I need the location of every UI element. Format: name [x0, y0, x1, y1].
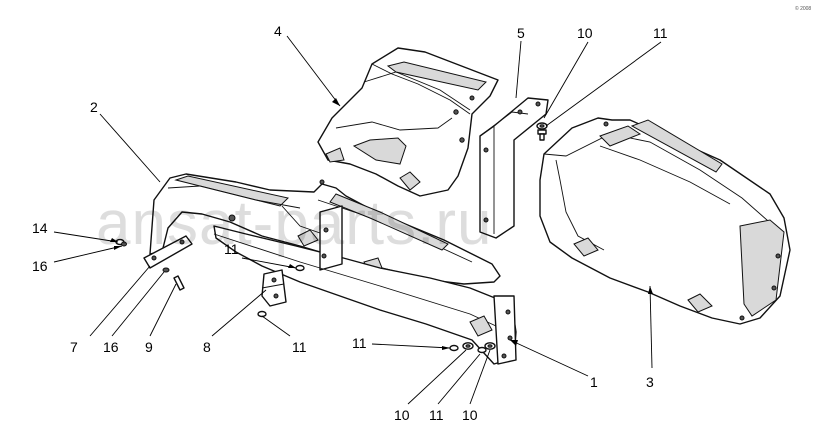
callout-10: 10: [462, 407, 478, 423]
callout-10: 10: [577, 25, 593, 41]
part-3-large-cover: [539, 117, 791, 325]
callout-2: 2: [90, 99, 98, 115]
fasteners-upper: [536, 122, 548, 141]
part-4-upper-cover: [317, 47, 499, 197]
callout-16: 16: [32, 258, 48, 274]
part-8-bracket: [261, 269, 287, 307]
watermark: ansat-parts.ru: [96, 189, 493, 258]
callout-9: 9: [145, 339, 153, 355]
callout-1: 1: [590, 374, 598, 390]
callout-11: 11: [429, 407, 444, 423]
part-7-plate: [143, 235, 193, 269]
callout-4: 4: [274, 23, 282, 39]
callout-16: 16: [103, 339, 119, 355]
callout-11: 11: [292, 339, 307, 355]
callout-10: 10: [394, 407, 410, 423]
callout-7: 7: [70, 339, 78, 355]
callout-3: 3: [646, 374, 654, 390]
part-5-bracket: [479, 97, 549, 239]
callout-5: 5: [517, 25, 525, 41]
leader-lines: [53, 35, 662, 405]
callout-8: 8: [203, 339, 211, 355]
corner-mark: © 2008: [795, 5, 811, 12]
fasteners-left: [115, 238, 305, 318]
callout-labels: 4 5 10 11 2 14 16 11 7 16 9 8 11 11 10 1…: [32, 23, 668, 423]
callout-11: 11: [224, 241, 239, 257]
callout-11: 11: [352, 335, 367, 351]
callout-14: 14: [32, 220, 48, 236]
callout-11: 11: [653, 25, 668, 41]
